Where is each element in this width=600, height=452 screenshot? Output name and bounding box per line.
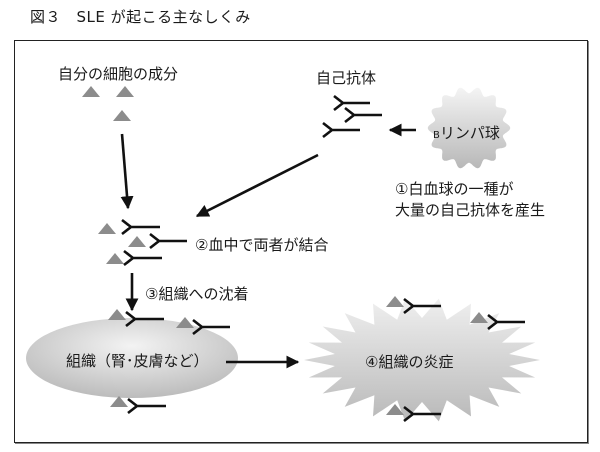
immune-complex-group (98, 218, 187, 267)
antibody-icon (344, 106, 382, 124)
antigen-icon (470, 312, 488, 323)
antibody-icon (487, 313, 525, 331)
inflammation-burst-icon (304, 298, 540, 422)
antigen-icon (386, 404, 404, 415)
antibody-icon (149, 232, 187, 250)
self-antigen-group (82, 86, 134, 121)
diagram-frame (14, 40, 588, 443)
arrow-antibody-to-complex (195, 153, 319, 218)
inflammation-deposit-group (386, 296, 525, 423)
antibody-icon (403, 297, 441, 315)
step1-line1: ①白血球の一種が (395, 180, 514, 198)
step2-label: ②血中で両者が結合 (195, 236, 329, 254)
b-cell-icon (427, 87, 511, 169)
antibody-icon (403, 405, 441, 423)
antibody-icon (333, 94, 370, 112)
antibody-icon (123, 249, 162, 267)
step4-label: ④組織の炎症 (365, 353, 454, 371)
b-cell-label-rest: リンパ球 (439, 124, 500, 142)
tissue-ellipse (26, 318, 238, 398)
antibody-icon (127, 397, 166, 415)
step1-label: ①白血球の一種が 大量の自己抗体を産生 (395, 179, 545, 221)
antibody-icon (192, 318, 230, 336)
autoantibody-group (322, 94, 382, 139)
antigen-icon (128, 236, 146, 247)
b-cell-label-prefix: B (433, 130, 440, 141)
antigen-icon (113, 110, 131, 121)
autoantibody-label: 自己抗体 (316, 69, 377, 87)
antigen-icon (108, 309, 126, 320)
antibody-icon (322, 121, 360, 139)
antigen-icon (82, 86, 100, 97)
figure-title: 図３ SLE が起こる主なしくみ (30, 8, 251, 26)
tissue-deposit-group (108, 309, 230, 415)
antigen-icon (110, 396, 128, 407)
arrow-antigen-down (120, 133, 134, 210)
antigen-icon (116, 86, 134, 97)
self-components-label: 自分の細胞の成分 (58, 65, 179, 83)
antigen-icon (106, 253, 124, 264)
antigen-icon (98, 223, 116, 234)
step3-label: ③組織への沈着 (145, 285, 249, 303)
tissue-label: 組織（腎･皮膚など） (66, 352, 209, 370)
antibody-icon (125, 310, 164, 328)
antigen-icon (386, 296, 404, 307)
antigen-icon (176, 317, 194, 328)
step1-line2: 大量の自己抗体を産生 (395, 201, 546, 219)
antibody-icon (121, 218, 160, 236)
b-cell-label: Bリンパ球 (433, 122, 500, 143)
